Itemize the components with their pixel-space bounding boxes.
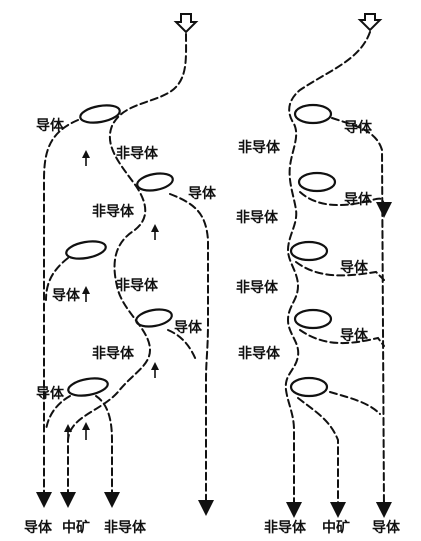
conductor-label: 导体 bbox=[344, 191, 373, 208]
flow-path bbox=[299, 329, 385, 347]
feed-arrow-icon bbox=[173, 13, 199, 34]
conductor-label: 导体 bbox=[36, 117, 65, 134]
flow-path bbox=[45, 395, 71, 431]
up-arrow-icon bbox=[64, 424, 72, 442]
nonconductor-label: 非导体 bbox=[238, 345, 281, 362]
drum-ellipse bbox=[65, 240, 107, 260]
conductor-label: 导体 bbox=[188, 185, 217, 202]
flow-path bbox=[36, 119, 79, 508]
flow-path bbox=[167, 329, 197, 361]
nonconductor-label: 非导体 bbox=[116, 145, 159, 162]
outlet-label-middlings: 中矿 bbox=[322, 519, 350, 536]
conductor-label: 导体 bbox=[344, 119, 373, 136]
flow-path bbox=[60, 33, 188, 508]
right-diagram: 导体 非导体 导体 非导体 导体 非导体 导体 非导体 非导体 中矿 导体 bbox=[236, 13, 401, 536]
up-arrow-icon bbox=[82, 422, 90, 440]
left-diagram: 导体 非导体 导体 非导体 导体 非导体 导体 非导体 导体 导体 中矿 非导体 bbox=[24, 13, 217, 536]
up-arrow-icon bbox=[151, 224, 159, 240]
nonconductor-label: 非导体 bbox=[92, 203, 135, 220]
nonconductor-label: 非导体 bbox=[92, 345, 135, 362]
outlet-label-nonconductor: 非导体 bbox=[264, 519, 307, 536]
drum-ellipse bbox=[293, 103, 333, 125]
outlet-label-middlings: 中矿 bbox=[62, 519, 90, 536]
nonconductor-label: 非导体 bbox=[236, 279, 279, 296]
flow-path bbox=[329, 391, 381, 415]
outlet-label-conductor: 导体 bbox=[24, 519, 53, 536]
flow-path bbox=[331, 117, 392, 518]
drum-ellipse bbox=[289, 376, 329, 398]
drum-ellipse bbox=[136, 172, 174, 192]
flow-path bbox=[299, 191, 392, 218]
flow-path bbox=[295, 261, 385, 281]
conductor-label: 导体 bbox=[36, 385, 65, 402]
flow-path bbox=[284, 31, 371, 518]
conductor-label: 导体 bbox=[340, 259, 369, 276]
nonconductor-label: 非导体 bbox=[116, 277, 159, 294]
nonconductor-label: 非导体 bbox=[236, 209, 279, 226]
up-arrow-icon bbox=[151, 362, 159, 378]
conductor-label: 导体 bbox=[340, 327, 369, 344]
feed-arrow-icon bbox=[357, 13, 383, 32]
flow-path bbox=[169, 193, 214, 516]
conductor-label: 导体 bbox=[174, 319, 203, 336]
up-arrow-icon bbox=[82, 286, 90, 302]
nonconductor-label: 非导体 bbox=[238, 139, 281, 156]
flow-path bbox=[95, 395, 120, 508]
outlet-label-nonconductor: 非导体 bbox=[104, 519, 147, 536]
drum-ellipse bbox=[79, 104, 121, 124]
flow-path bbox=[297, 397, 346, 518]
flow-path bbox=[45, 257, 69, 301]
drum-ellipse bbox=[67, 377, 109, 397]
conductor-label: 导体 bbox=[52, 287, 81, 304]
drum-ellipse bbox=[289, 240, 329, 262]
outlet-label-conductor: 导体 bbox=[372, 519, 401, 536]
up-arrow-icon bbox=[82, 150, 90, 166]
drum-ellipse bbox=[297, 171, 337, 193]
drum-ellipse bbox=[293, 308, 333, 330]
